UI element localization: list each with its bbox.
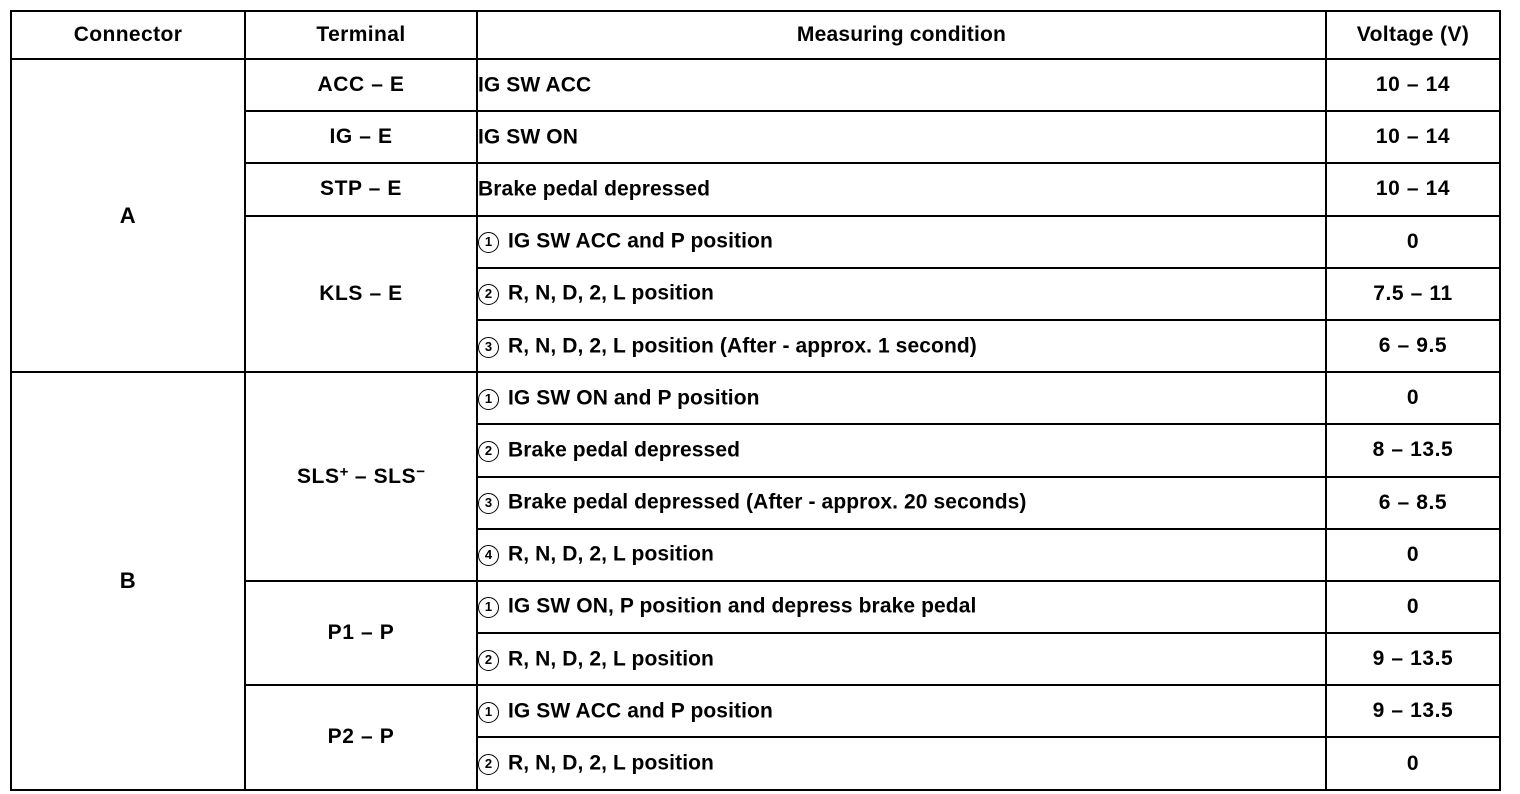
measuring-condition-cell: 1 IG SW ON and P position [476,371,1327,426]
terminal-cell: STP – E [244,162,478,217]
voltage-cell: 10 – 14 [1325,57,1501,113]
measuring-condition-text: R, N, D, 2, L position [508,647,714,671]
column-header-terminal: Terminal [244,10,478,60]
measuring-condition-cell: Brake pedal depressed [476,162,1327,217]
measuring-condition-cell: 3 Brake pedal depressed (After - approx. … [476,475,1327,530]
terminal-label: IG – E [329,125,393,149]
measuring-condition-text: Brake pedal depressed [508,438,741,462]
terminal-label: P1 – P [327,621,395,645]
voltage-cell: 0 [1325,371,1501,426]
measuring-condition-text: IG SW ON, P position and depress brake p… [508,594,977,618]
voltage-cell: 9 – 13.5 [1325,632,1501,687]
voltage-spec-table: Connector Terminal Measuring condition V… [10,10,1501,791]
table-row: P1 – P 1 IG SW ON, P position and depress … [11,579,1501,687]
measuring-condition-text: Brake pedal depressed [478,177,711,201]
circled-number-icon: 1 [478,701,499,723]
table-row: A ACC – E IG SW ACC 10 – 14 [10,57,1501,374]
measuring-condition-text: IG SW ON [478,125,578,149]
circled-number-icon: 4 [478,545,499,567]
column-header-voltage: Voltage (V) [1325,10,1501,60]
voltage-cell: 10 – 14 [1325,162,1501,217]
terminal-label: KLS – E [319,281,403,305]
measuring-condition-cell: IG SW ON [476,110,1327,165]
terminal-cell: P1 – P [244,579,478,687]
terminal-label: STP – E [319,177,403,201]
measuring-condition-cell: 2 Brake pedal depressed [476,423,1327,478]
voltage-cell: 0 [1325,214,1501,269]
column-header-connector: Connector [10,10,246,60]
terminal-cell: SLS+ – SLS− [244,371,478,582]
voltage-cell: 0 [1325,527,1501,582]
measuring-condition-cell: 1 IG SW ACC and P position [476,684,1327,739]
terminal-label: SLS+ – SLS− [296,463,426,489]
header-row: Connector Terminal Measuring condition V… [10,10,1501,60]
measuring-condition-text: IG SW ACC [478,73,592,97]
table-row: 2 R, N, D, 2, L position 9 – 13.5 [11,632,1501,687]
measuring-condition-text: IG SW ACC and P position [508,229,773,253]
table-row: 2 Brake pedal depressed 8 – 13.5 [11,423,1501,478]
terminal-cell: IG – E [244,110,478,165]
voltage-cell: 6 – 9.5 [1325,318,1501,374]
measuring-condition-text: IG SW ON and P position [508,386,760,410]
terminal-cell: ACC – E [244,57,478,113]
measuring-condition-text: R, N, D, 2, L position [508,281,714,305]
measuring-condition-cell: 1 IG SW ACC and P position [476,214,1327,269]
voltage-cell: 0 [1325,579,1501,635]
circled-number-icon: 2 [478,649,499,671]
circled-number-icon: 2 [478,754,499,776]
table-row: B SLS+ – SLS− 1 IG SW ON and P position 0 [10,371,1501,791]
measuring-condition-cell: 1 IG SW ON, P position and depress brake … [476,579,1327,635]
circled-number-icon: 3 [478,493,499,515]
connector-cell: B [10,371,246,791]
circled-number-icon: 1 [478,388,499,410]
measuring-condition-text: R, N, D, 2, L position (After - approx. … [508,333,977,357]
voltage-cell: 8 – 13.5 [1325,423,1501,478]
circled-number-icon: 2 [478,284,499,306]
terminal-label: P2 – P [327,725,395,749]
connector-cell: A [10,57,246,374]
circled-number-icon: 1 [478,232,499,254]
terminal-cell: P2 – P [244,684,478,791]
table-header: Connector Terminal Measuring condition V… [10,10,1501,60]
measuring-condition-text: R, N, D, 2, L position [508,542,714,566]
table-row: IG – E IG SW ON 10 – 14 [11,110,1501,165]
voltage-cell: 7.5 – 11 [1325,266,1501,321]
voltage-cell: 0 [1325,736,1501,791]
measuring-condition-cell: 3 R, N, D, 2, L position (After - approx.… [476,318,1327,374]
measuring-condition-cell: 2 R, N, D, 2, L position [476,632,1327,687]
table-row: KLS – E 1 IG SW ACC and P position 0 [11,214,1501,374]
table-row: 4 R, N, D, 2, L position 0 [11,527,1501,582]
measuring-condition-cell: IG SW ACC [476,57,1327,113]
table-row: 2 R, N, D, 2, L position 0 [11,736,1501,791]
table-row: STP – E Brake pedal depressed 10 – 14 [11,162,1501,217]
measuring-condition-cell: 4 R, N, D, 2, L position [476,527,1327,582]
measuring-condition-cell: 2 R, N, D, 2, L position [476,266,1327,321]
column-header-measuring-condition: Measuring condition [476,10,1327,60]
table-row: 3 R, N, D, 2, L position (After - approx.… [11,318,1501,374]
voltage-cell: 10 – 14 [1325,110,1501,165]
circled-number-icon: 3 [478,336,499,358]
voltage-cell: 6 – 8.5 [1325,475,1501,530]
voltage-cell: 9 – 13.5 [1325,684,1501,739]
measuring-condition-text: IG SW ACC and P position [508,699,773,723]
terminal-label: ACC – E [317,73,405,97]
measuring-condition-cell: 2 R, N, D, 2, L position [476,736,1327,791]
table-row: 3 Brake pedal depressed (After - approx. … [11,475,1501,530]
circled-number-icon: 1 [478,597,499,619]
terminal-cell: KLS – E [244,214,478,374]
measuring-condition-text: R, N, D, 2, L position [508,751,714,775]
measuring-condition-text: Brake pedal depressed (After - approx. 2… [508,490,1027,514]
table-row: P2 – P 1 IG SW ACC and P position 9 – 13.5 [11,684,1501,791]
circled-number-icon: 2 [478,440,499,462]
table-row: 2 R, N, D, 2, L position 7.5 – 11 [11,266,1501,321]
